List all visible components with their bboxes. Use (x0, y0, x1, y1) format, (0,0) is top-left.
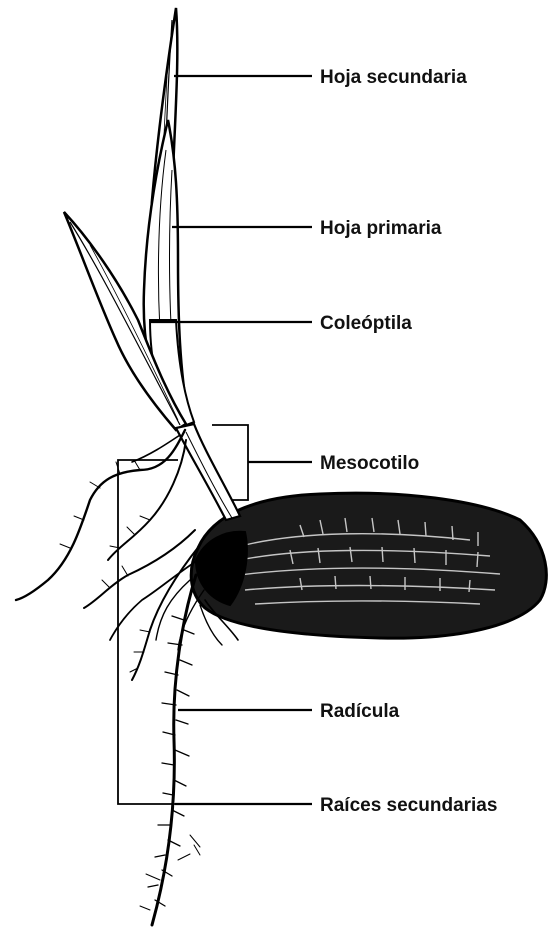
label-raices-secundarias: Raíces secundarias (320, 795, 497, 816)
shoot (64, 8, 240, 520)
seed (191, 493, 546, 638)
mesocotyl-stalk (176, 424, 240, 520)
label-hoja-primaria: Hoja primaria (320, 218, 442, 239)
label-radicula: Radícula (320, 701, 400, 722)
label-hoja-secundaria: Hoja secundaria (320, 67, 467, 88)
roots (16, 430, 238, 925)
label-coleoptila: Coleóptila (320, 313, 412, 334)
label-mesocotilo: Mesocotilo (320, 453, 419, 474)
labels: Hoja secundaria Hoja primaria Coleóptila… (320, 67, 497, 816)
